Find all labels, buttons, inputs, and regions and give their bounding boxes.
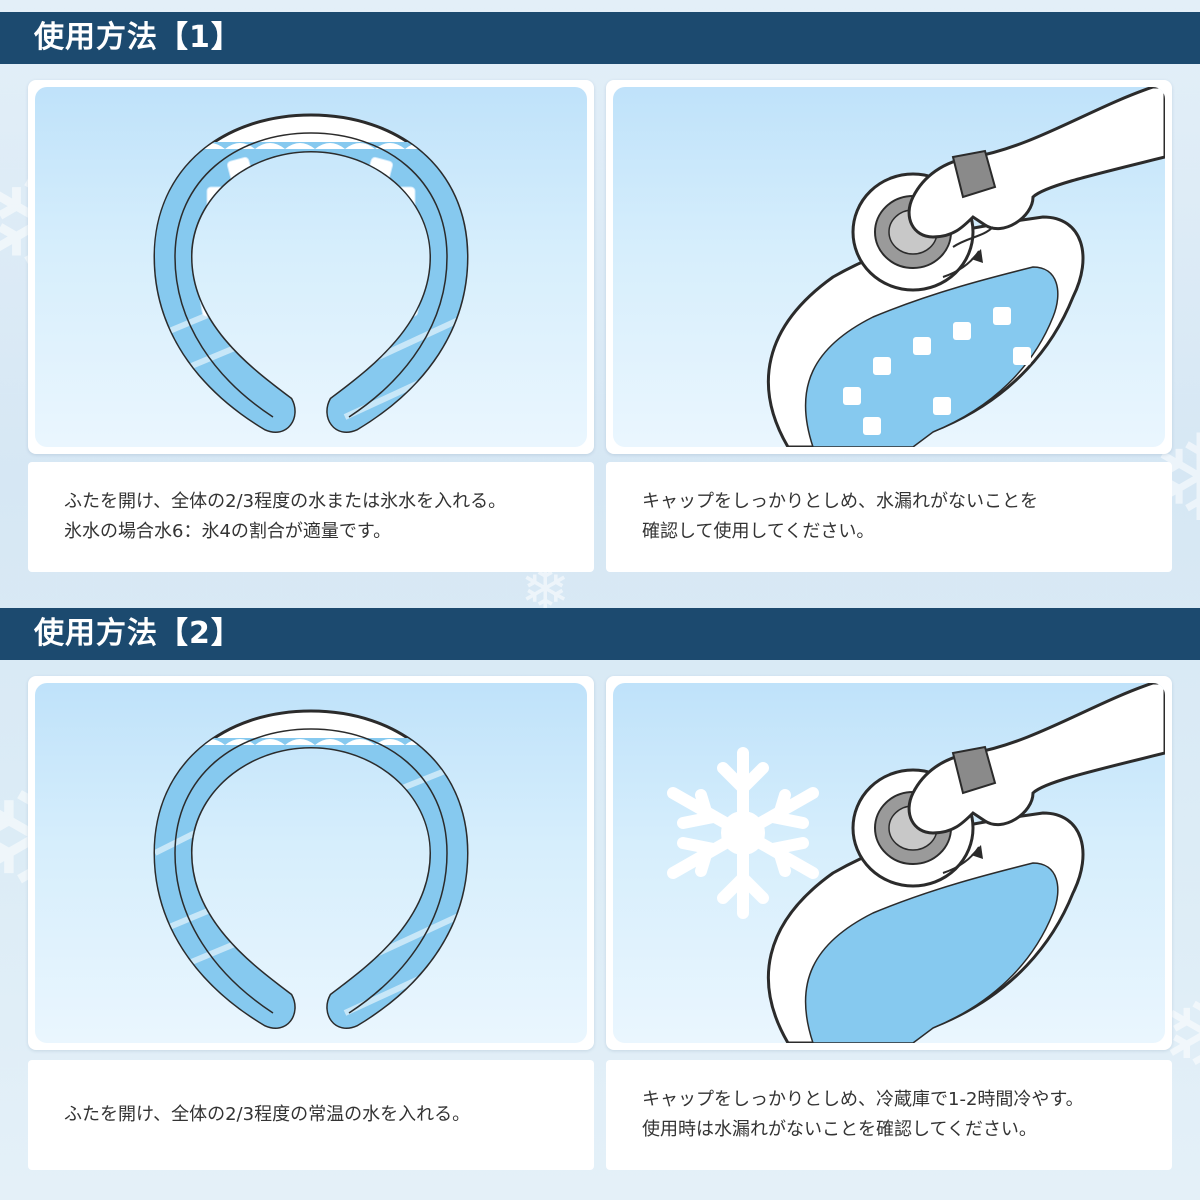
step-caption: キャップをしっかりとしめ、冷蔵庫で1-2時間冷やす。 使用時は水漏れがないことを… bbox=[606, 1060, 1172, 1170]
section-title-1: 使用方法【1】 bbox=[0, 12, 1200, 64]
caption-line: 氷水の場合水6：氷4の割合が適量です。 bbox=[64, 521, 392, 542]
step-illustration-panel bbox=[28, 676, 594, 1050]
step-illustration-panel bbox=[606, 676, 1172, 1050]
caption-line: キャップをしっかりとしめ、水漏れがないことを bbox=[642, 491, 1038, 512]
step-illustration-panel bbox=[606, 80, 1172, 454]
caption-line: 使用時は水漏れがないことを確認してください。 bbox=[642, 1119, 1037, 1140]
step-caption: ふたを開け、全体の2/3程度の常温の水を入れる。 bbox=[28, 1060, 594, 1170]
step-caption: ふたを開け、全体の2/3程度の水または氷水を入れる。 氷水の場合水6：氷4の割合… bbox=[28, 462, 594, 572]
caption-line: ふたを開け、全体の2/3程度の常温の水を入れる。 bbox=[64, 1104, 471, 1125]
caption-line: キャップをしっかりとしめ、冷蔵庫で1-2時間冷やす。 bbox=[642, 1089, 1084, 1110]
neck-ring-with-ice-water-icon bbox=[153, 113, 469, 433]
caption-line: ふたを開け、全体の2/3程度の水または氷水を入れる。 bbox=[64, 491, 507, 512]
step-caption: キャップをしっかりとしめ、水漏れがないことを 確認して使用してください。 bbox=[606, 462, 1172, 572]
section-title-2: 使用方法【2】 bbox=[0, 608, 1200, 660]
hand-tightening-cap-snowflake-icon bbox=[667, 683, 1165, 1043]
hand-tightening-cap-icon bbox=[767, 87, 1165, 447]
neck-ring-with-water-icon bbox=[153, 709, 469, 1029]
caption-line: 確認して使用してください。 bbox=[642, 521, 875, 542]
step-illustration-panel bbox=[28, 80, 594, 454]
